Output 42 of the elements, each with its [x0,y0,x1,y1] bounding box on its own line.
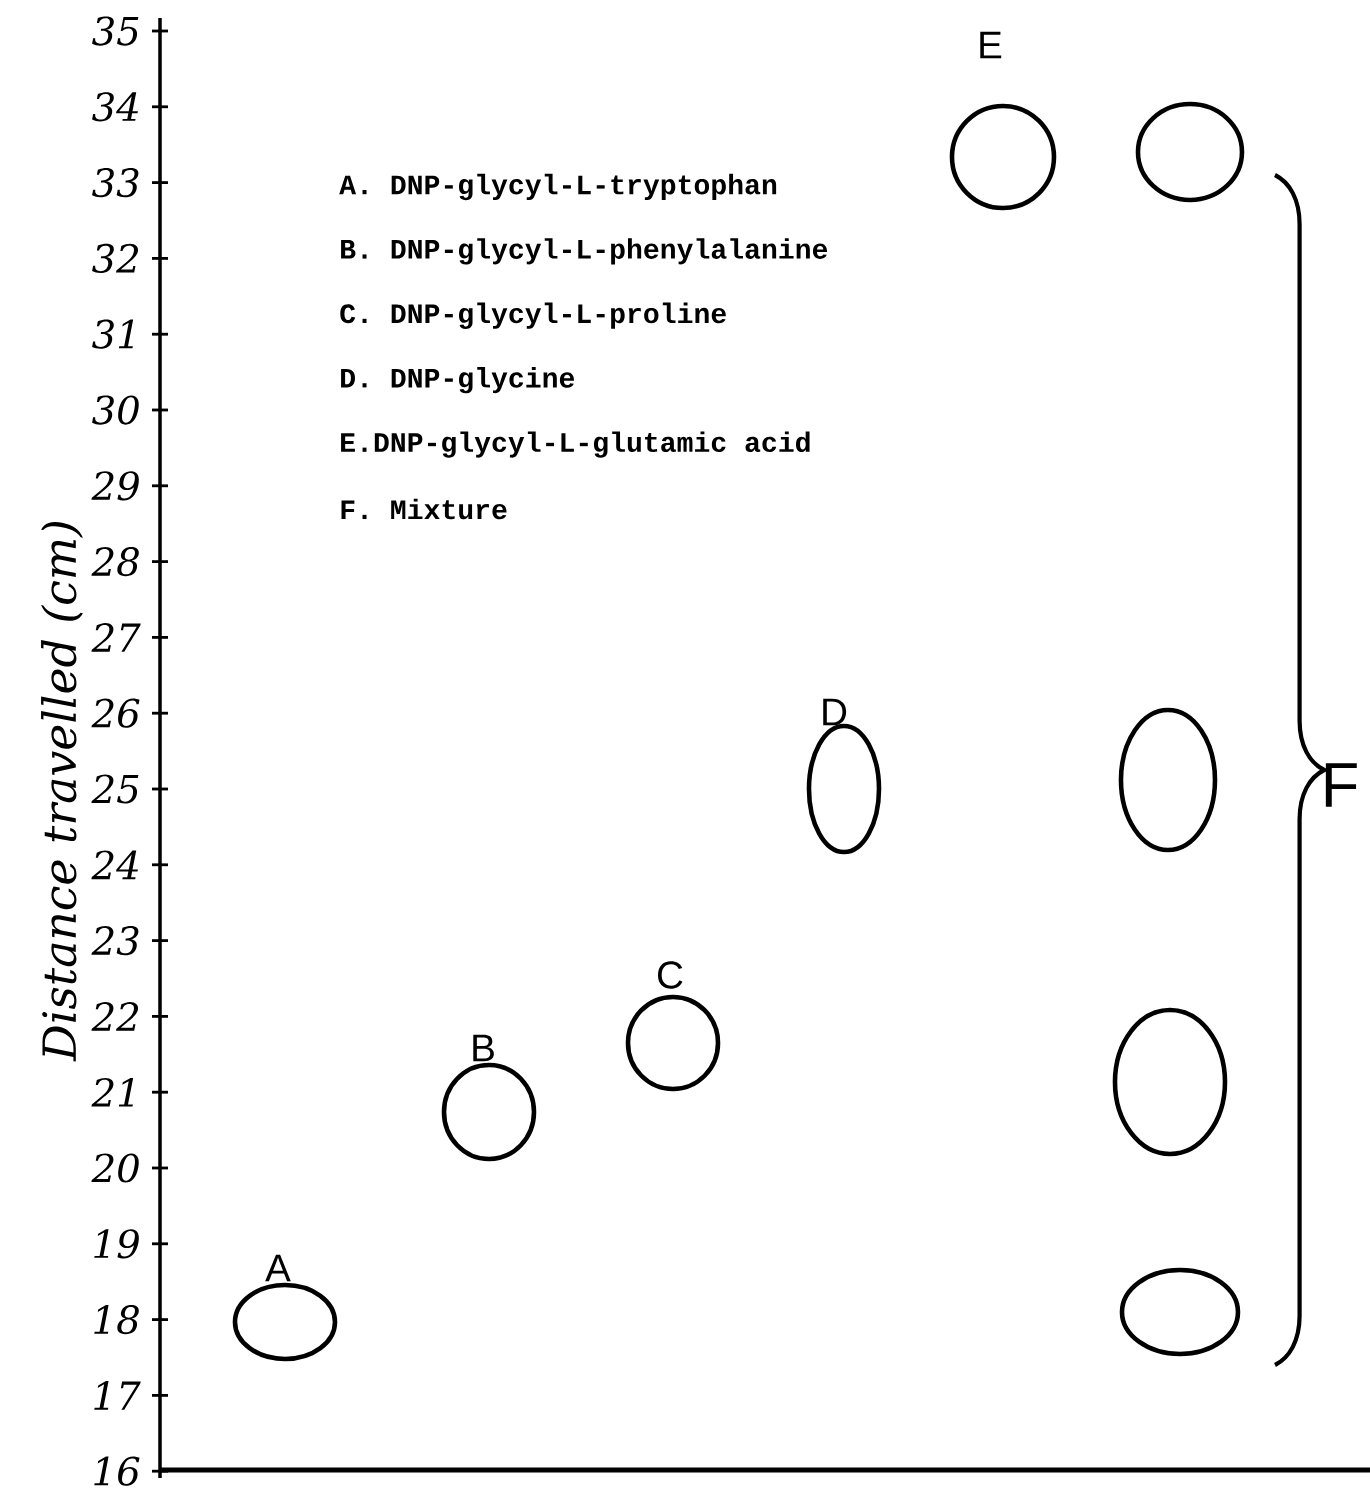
legend-text: C. DNP-glycyl-L-proline [340,302,726,329]
tick-label: 27 [91,623,141,652]
legend-text: B. DNP-glycyl-L-phenylalanine [341,238,828,265]
tick-label: 29 [91,471,139,501]
tick-label: 22 [91,1002,138,1031]
tick-label: 35 [92,16,139,46]
tick-label: 20 [91,1153,139,1183]
spot: E [949,31,1057,211]
spot: A [232,1254,338,1362]
spot [1112,1007,1228,1157]
node-label: D [823,698,847,726]
legend-text: E.DNP-glycyl-L-glutamic acid [341,431,810,458]
spot [1119,1267,1241,1357]
tick-label: 21 [91,1077,134,1107]
tick-label: 28 [91,547,139,577]
tick-label: 32 [92,243,138,274]
tick-label: 33 [92,168,139,198]
tick-label: 24 [91,850,138,880]
tick-label: 19 [94,1229,139,1259]
tick-label: 18 [94,1305,139,1335]
tick-label: 23 [91,926,139,956]
tick-label: 17 [94,1381,141,1410]
legend-text: A. DNP-glycyl-L-tryptophan [339,173,777,201]
bracket-label: F [1325,763,1357,807]
legend-text: D. DNP-glycine [341,367,574,394]
node-label: B [473,1034,494,1062]
spot: C [625,961,721,1092]
node-label: A [265,1254,291,1282]
spot [1135,101,1245,203]
tick-label: 25 [91,774,139,804]
spot [1118,707,1218,853]
spot: B [441,1034,537,1162]
legend-text: F. Mixture [341,498,507,520]
spot: D [806,698,882,855]
tick-label: 16 [94,1456,140,1486]
axis-title: Distance travelled (cm) [41,522,83,1062]
tick-label: 34 [92,92,138,122]
node-label: E [980,31,1002,59]
node-label: C [658,961,683,989]
tick-label: 31 [92,319,134,349]
tick-label: 26 [91,698,140,728]
tick-label: 30 [92,395,139,425]
